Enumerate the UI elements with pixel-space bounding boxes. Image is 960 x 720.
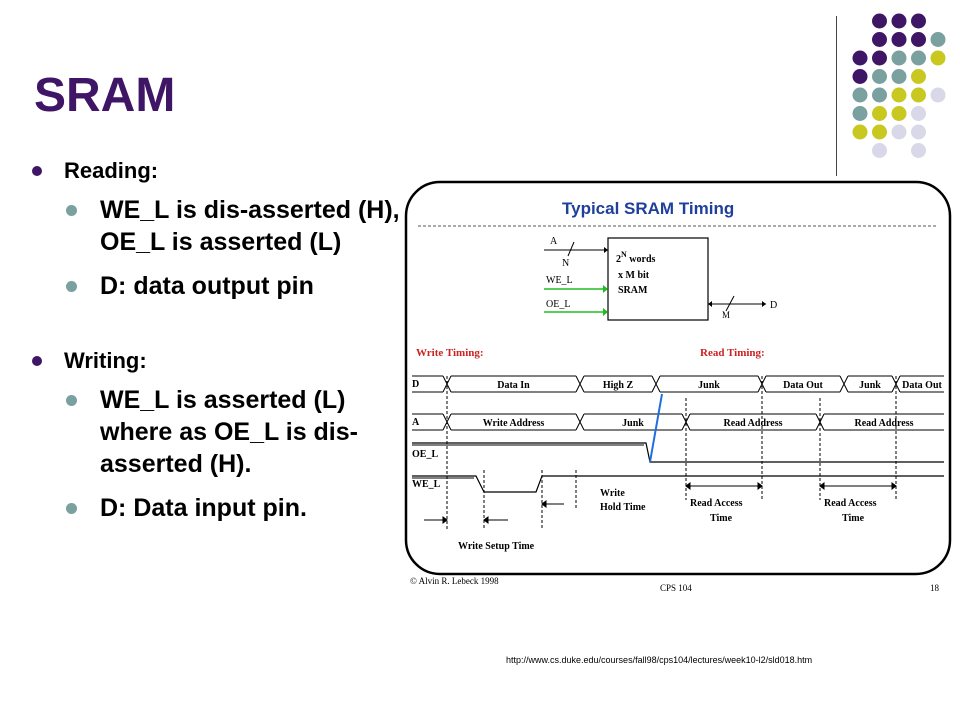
decorative-dot: [872, 106, 887, 121]
oe-waveform: [412, 442, 944, 463]
decorative-dot: [930, 32, 946, 47]
write-timing-label: Write Timing:: [416, 347, 484, 359]
decorative-dot: [852, 124, 868, 140]
writing-heading: Writing:: [30, 348, 400, 374]
write-hold-label-1: Write: [600, 488, 625, 499]
decorative-dot: [930, 50, 946, 66]
source-url[interactable]: http://www.cs.duke.edu/courses/fall98/cp…: [506, 655, 813, 665]
block-line1: 2N words: [616, 250, 656, 265]
writing-item-2: D: Data input pin.: [30, 492, 400, 524]
decorative-dot: [872, 143, 887, 158]
write-hold-label-2: Hold Time: [600, 502, 646, 513]
decorative-dot: [891, 50, 907, 66]
signal-oe-label: OE_L: [412, 449, 438, 460]
a-bus-segment-label: Read Address: [855, 418, 914, 429]
we-waveform: [412, 475, 944, 493]
d-bus-segment-label: Data Out: [902, 380, 942, 391]
decorative-dot: [852, 69, 868, 84]
sram-block: [607, 237, 709, 321]
input-n-label: N: [562, 258, 569, 269]
reading-item-1: WE_L is dis-asserted (H), OE_L is assert…: [30, 194, 400, 258]
decorative-dot: [911, 106, 926, 121]
decorative-dot: [872, 13, 887, 29]
output-m-label: M: [722, 310, 730, 320]
read-access-2-line1: Read Access: [824, 498, 877, 509]
diagram-title: Typical SRAM Timing: [562, 199, 734, 218]
decorative-dot: [852, 50, 868, 66]
a-bus-segment-label: Junk: [622, 418, 644, 429]
footer-page: 18: [930, 583, 940, 593]
decorative-dot: [911, 87, 926, 103]
footer-course: CPS 104: [660, 583, 692, 593]
input-oe-label: OE_L: [546, 299, 570, 310]
decorative-dot: [891, 13, 907, 29]
decorative-dot: [911, 32, 926, 47]
signal-we-label: WE_L: [412, 479, 441, 490]
decorative-dot: [891, 124, 907, 140]
d-bus-segment-label: Junk: [698, 380, 720, 391]
bullet-list: Reading: WE_L is dis-asserted (H), OE_L …: [30, 158, 400, 536]
input-a-label: A: [550, 236, 558, 247]
decorative-dot: [930, 87, 946, 103]
divider-line: [836, 16, 837, 176]
decorative-dot: [911, 124, 926, 140]
read-timing-label: Read Timing:: [700, 347, 765, 359]
blue-arrow: [649, 393, 663, 463]
a-bus-segment-label: Write Address: [483, 418, 545, 429]
read-access-1-line2: Time: [710, 513, 733, 524]
page-title: SRAM: [34, 69, 176, 122]
decorative-dot: [911, 50, 926, 66]
decorative-dot: [872, 124, 887, 140]
decorative-dot: [872, 87, 887, 103]
decorative-dot: [911, 143, 926, 158]
decorative-dot: [872, 32, 887, 47]
decorative-dot: [891, 69, 907, 84]
reading-item-2: D: data output pin: [30, 270, 400, 302]
signal-a-label: A: [412, 417, 420, 428]
footer-copyright: © Alvin R. Lebeck 1998: [410, 576, 499, 586]
input-we-label: WE_L: [546, 275, 573, 286]
decorative-dot: [891, 32, 907, 47]
write-setup-label: Write Setup Time: [458, 541, 535, 552]
d-bus-segment-label: Data Out: [783, 380, 823, 391]
read-access-2-line2: Time: [842, 513, 865, 524]
decorative-dot: [911, 69, 926, 84]
a-bus-segment-label: Read Address: [724, 418, 783, 429]
block-line2: x M bit: [618, 270, 650, 281]
decorative-dot: [852, 87, 868, 103]
writing-item-1: WE_L is asserted (L) where as OE_L is di…: [30, 384, 400, 480]
output-d-label: D: [770, 300, 777, 311]
read-access-1-line1: Read Access: [690, 498, 743, 509]
decorative-dot: [891, 106, 907, 121]
reading-heading: Reading:: [30, 158, 400, 184]
block-line3: SRAM: [618, 285, 648, 296]
d-bus-segment-label: Junk: [859, 380, 881, 391]
d-bus-segment-label: Data In: [497, 380, 530, 391]
decorative-dot: [872, 50, 887, 66]
decorative-dot: [891, 87, 907, 103]
d-bus-segment-label: High Z: [603, 380, 634, 391]
decorative-dot: [872, 69, 887, 84]
signal-d-label: D: [412, 379, 419, 390]
decorative-dot: [852, 106, 868, 121]
decorative-dot: [911, 13, 926, 29]
sram-timing-diagram: Typical SRAM Timing 2N words x M bit SRA…: [404, 180, 952, 593]
